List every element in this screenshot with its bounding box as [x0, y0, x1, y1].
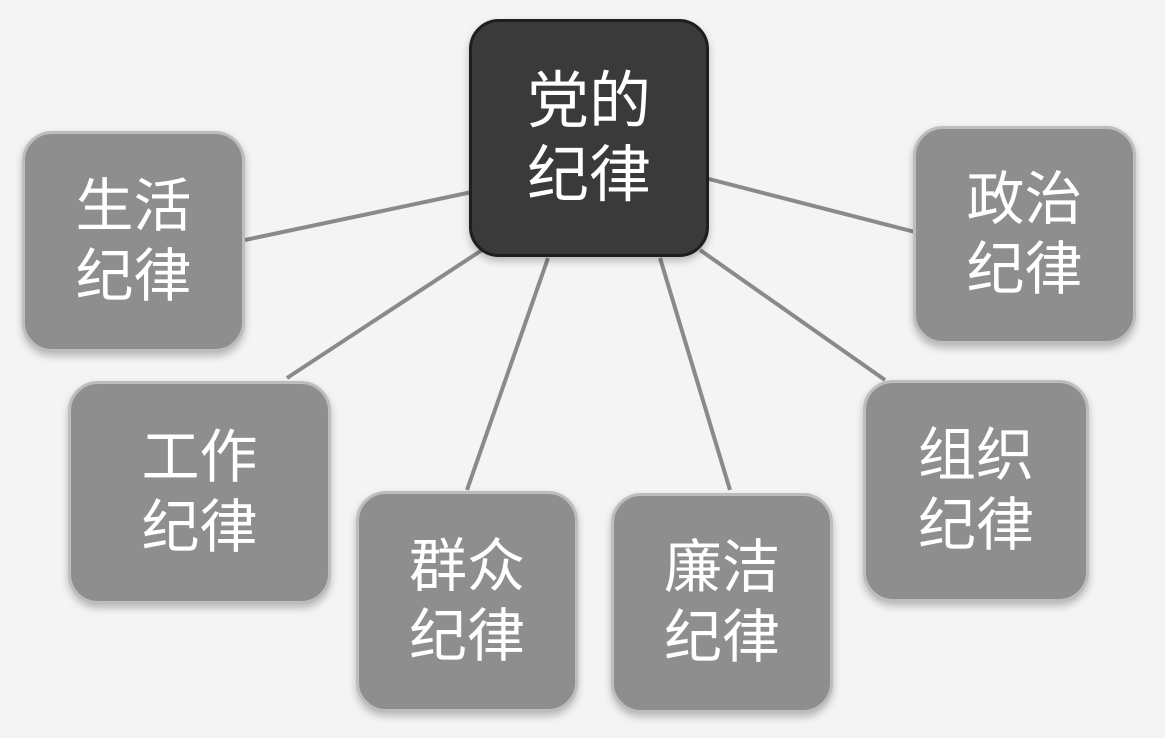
connector-life	[244, 190, 473, 242]
life-discipline-node: 生活 纪律	[22, 131, 245, 352]
center-node-line1: 党的	[526, 63, 651, 137]
integrity-discipline-node: 廉洁 纪律	[611, 493, 833, 713]
center-node-line2: 纪律	[526, 138, 651, 211]
life-discipline-line1: 生活	[75, 171, 192, 240]
work-discipline-line2: 纪律	[141, 492, 258, 561]
connector-work	[285, 248, 484, 380]
work-discipline-line1: 工作	[141, 422, 258, 491]
organizational-discipline-line1: 组织	[917, 421, 1034, 490]
connector-organizational	[698, 248, 887, 382]
life-discipline-line2: 纪律	[75, 241, 192, 310]
organizational-discipline-node: 组织 纪律	[863, 380, 1089, 602]
connector-mass	[465, 257, 550, 491]
mass-discipline-node: 群众 纪律	[356, 491, 578, 712]
mass-discipline-line2: 纪律	[408, 601, 525, 670]
center-node: 党的 纪律	[469, 19, 709, 257]
connector-integrity	[658, 257, 732, 491]
mass-discipline-line1: 群众	[408, 531, 525, 600]
integrity-discipline-line2: 纪律	[663, 603, 780, 671]
organizational-discipline-line2: 纪律	[917, 491, 1034, 559]
political-discipline-line2: 纪律	[966, 235, 1083, 303]
political-discipline-node: 政治 纪律	[913, 126, 1136, 344]
integrity-discipline-line1: 廉洁	[663, 533, 780, 602]
work-discipline-node: 工作 纪律	[68, 381, 331, 604]
political-discipline-line1: 政治	[966, 165, 1083, 234]
connector-political	[704, 176, 916, 234]
